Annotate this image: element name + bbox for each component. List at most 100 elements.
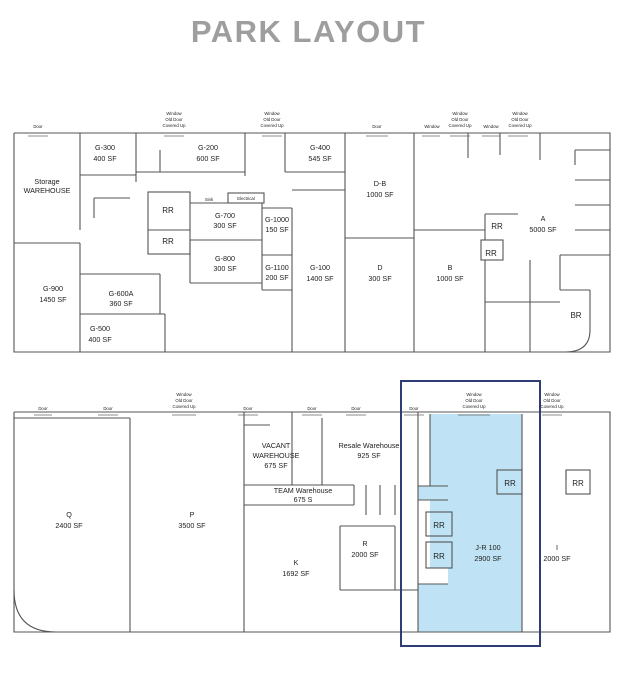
unit-storage-name: Storage: [34, 177, 59, 186]
unit-resale-area: 925 SF: [357, 451, 381, 460]
door-label: Door: [33, 124, 43, 129]
old-door-label: Old Door: [543, 398, 561, 403]
sink-label: Sink: [205, 197, 214, 202]
unit-vacant-line2: WAREHOUSE: [253, 451, 300, 460]
door-label: Door: [409, 406, 419, 411]
top-building-walls: [13, 132, 611, 353]
top-annotations: Door Window Old Door Covered Up Window O…: [33, 111, 532, 202]
unit-q-area: 2400 SF: [55, 521, 83, 530]
unit-g500-name: G-500: [90, 324, 110, 333]
bottom-unit-labels: Q 2400 SF P 3500 SF VACANT WAREHOUSE 675…: [55, 441, 584, 578]
unit-db-name: D-B: [374, 179, 387, 188]
old-door-label: Old Door: [263, 117, 281, 122]
unit-g100-name: G-100: [310, 263, 330, 272]
unit-p-area: 3500 SF: [178, 521, 206, 530]
unit-g300-area: 400 SF: [93, 154, 117, 163]
unit-g900-name: G-900: [43, 284, 63, 293]
door-label: Door: [372, 124, 382, 129]
old-door-label: Old Door: [175, 398, 193, 403]
covered-up-label: Covered Up: [509, 123, 533, 128]
unit-resale-name: Resale Warehouse: [339, 441, 400, 450]
restroom-label: RR: [162, 206, 174, 215]
unit-g400-name: G-400: [310, 143, 330, 152]
window-label: Window: [166, 111, 182, 116]
restroom-label: RR: [491, 222, 503, 231]
unit-g600a-area: 360 SF: [109, 299, 133, 308]
window-label: Window: [466, 392, 482, 397]
unit-g300-name: G-300: [95, 143, 115, 152]
electrical-label: Electrical: [237, 196, 254, 201]
covered-up-label: Covered Up: [173, 404, 197, 409]
unit-g500-area: 400 SF: [88, 335, 112, 344]
covered-up-label: Covered Up: [541, 404, 565, 409]
unit-g1000-name: G-1000: [265, 215, 289, 224]
unit-team-name: TEAM Warehouse: [274, 486, 332, 495]
unit-g700-area: 300 SF: [213, 221, 237, 230]
old-door-label: Old Door: [511, 117, 529, 122]
unit-q-name: Q: [66, 510, 72, 519]
window-label: Window: [483, 124, 499, 129]
door-label: Door: [38, 406, 48, 411]
covered-up-label: Covered Up: [449, 123, 473, 128]
unit-db-area: 1000 SF: [366, 190, 394, 199]
unit-g1000-area: 150 SF: [265, 225, 289, 234]
restroom-label: RR: [504, 479, 516, 488]
unit-g1100-area: 200 SF: [265, 273, 289, 282]
unit-team-area: 675 S: [294, 495, 313, 504]
door-label: Door: [243, 406, 253, 411]
restroom-label: RR: [433, 552, 445, 561]
window-label: Window: [264, 111, 280, 116]
unit-r-name: R: [362, 539, 367, 548]
unit-r-area: 2000 SF: [351, 550, 379, 559]
covered-up-label: Covered Up: [463, 404, 487, 409]
unit-p-name: P: [190, 510, 195, 519]
page-title: PARK LAYOUT: [190, 14, 427, 49]
old-door-label: Old Door: [465, 398, 483, 403]
unit-i-name: I: [556, 543, 558, 552]
unit-k-name: K: [294, 558, 299, 567]
covered-up-label: Covered Up: [261, 123, 285, 128]
restroom-label: RR: [572, 479, 584, 488]
covered-up-label: Covered Up: [163, 123, 187, 128]
unit-g900-area: 1450 SF: [39, 295, 67, 304]
window-label: Window: [176, 392, 192, 397]
unit-i-area: 2000 SF: [543, 554, 571, 563]
unit-g100-area: 1400 SF: [306, 274, 334, 283]
old-door-label: Old Door: [451, 117, 469, 122]
unit-g400-area: 545 SF: [308, 154, 332, 163]
top-unit-labels: Storage WAREHOUSE G-300 400 SF G-200 600…: [24, 143, 582, 344]
unit-g800-name: G-800: [215, 254, 235, 263]
restroom-label: RR: [485, 249, 497, 258]
door-label: Door: [307, 406, 317, 411]
unit-k-area: 1692 SF: [282, 569, 310, 578]
window-label: Window: [544, 392, 560, 397]
unit-vacant-line1: VACANT: [262, 441, 291, 450]
jr100-highlight: [418, 414, 522, 632]
unit-g1100-name: G-1100: [265, 263, 288, 272]
unit-g200-name: G-200: [198, 143, 218, 152]
bedroom-label: BR: [570, 311, 581, 320]
restroom-label: RR: [162, 237, 174, 246]
unit-g600a-name: G-600A: [109, 289, 134, 298]
window-label: Window: [452, 111, 468, 116]
unit-g800-area: 300 SF: [213, 264, 237, 273]
unit-vacant-area: 675 SF: [264, 461, 288, 470]
unit-jr100-name: J-R 100: [475, 543, 500, 552]
unit-jr100-area: 2900 SF: [474, 554, 502, 563]
unit-b-name: B: [448, 263, 453, 272]
window-label: Window: [424, 124, 440, 129]
unit-storage-sub: WAREHOUSE: [24, 186, 71, 195]
unit-b-area: 1000 SF: [436, 274, 464, 283]
door-label: Door: [351, 406, 361, 411]
unit-a-name: A: [541, 214, 546, 223]
unit-d-name: D: [377, 263, 382, 272]
door-label: Door: [103, 406, 113, 411]
unit-d-area: 300 SF: [368, 274, 392, 283]
unit-a-area: 5000 SF: [529, 225, 557, 234]
old-door-label: Old Door: [165, 117, 183, 122]
unit-g200-area: 600 SF: [196, 154, 220, 163]
unit-g700-name: G-700: [215, 211, 235, 220]
window-label: Window: [512, 111, 528, 116]
jr100-highlight-border: [400, 380, 541, 647]
